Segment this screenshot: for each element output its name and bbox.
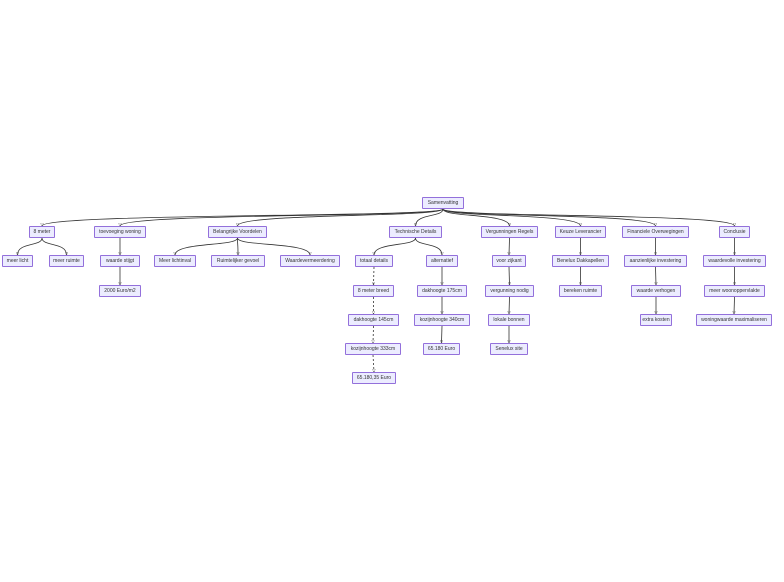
edge-line [373,325,374,343]
node-branch: Keuze Leverancier [555,226,606,238]
node-branch: Vergunningen Regels [481,226,538,238]
edge-line [442,208,735,227]
node-sub: totaal details [355,255,393,267]
edge-line [442,208,581,227]
node-chain: waardevolle investering [703,255,766,267]
edge-line [175,237,238,255]
edge-line [374,237,416,255]
edge-line [442,325,443,343]
node-leaf: Ruimtelijker gevoel [211,255,265,267]
node-chain: waarde verhogen [631,285,681,297]
edge-line [734,296,735,314]
edge-line [374,266,375,285]
edge-line [415,237,443,255]
node-chain: 2000 Euro/m2 [99,285,141,297]
node-branch: toevoeging woning [94,226,146,238]
node-branch: Belangrijke Voordelen [208,226,267,238]
node-chain: 65.180 Euro [423,343,460,355]
node-chain: voor zijkant [492,255,526,267]
edge-line [442,208,656,227]
edge-line [42,208,444,226]
node-chain: lokale bonnen [488,314,530,326]
edge-line [237,237,311,255]
edge-line [373,354,374,372]
edge-line [442,208,510,226]
node-chain: kozijnhoogte 333cm [345,343,401,355]
node-chain: kozijnhoogte 340cm [414,314,470,326]
node-leaf: meer ruimte [49,255,84,267]
node-branch: Technische Details [389,226,442,238]
node-branch: Conclusie [719,226,750,238]
node-chain: Senelux site [490,343,528,355]
edge-line [238,208,444,227]
node-branch: Financiele Overwegingen [622,226,689,238]
node-chain: extra kosten [640,314,672,326]
node-chain: waarde stijgt [100,255,140,267]
edge-line [41,237,67,255]
edge-line [416,208,444,226]
edge-line [509,296,510,314]
node-branch: 8 meter [29,226,55,238]
node-chain: woningwaarde maximaliseren [696,314,772,326]
node-sub: alternatief [426,255,458,267]
node-chain: Benelux Dakkapellen [552,255,609,267]
node-chain: 65.180,35 Euro [352,372,396,384]
node-leaf: Meer lichtinval [154,255,196,267]
node-chain: vergunning nodig [485,285,534,297]
node-chain: aanzienlijke investering [624,255,687,267]
edge-line [509,237,510,255]
edge-line [238,237,239,255]
edge-line [509,266,510,285]
edge-line [18,237,43,255]
node-chain: bereken ruimte [559,285,602,297]
node-chain: dakhoogte 175cm [417,285,467,297]
node-chain: dakhoogte 145cm [348,314,399,326]
node-root: Samenvatting [422,197,464,209]
node-chain: 8 meter breed [353,285,394,297]
node-leaf: meer licht [2,255,33,267]
node-leaf: Waardevermeerdering [280,255,340,267]
edge-line [656,266,657,285]
node-chain: meer woonoppervlakte [704,285,765,297]
